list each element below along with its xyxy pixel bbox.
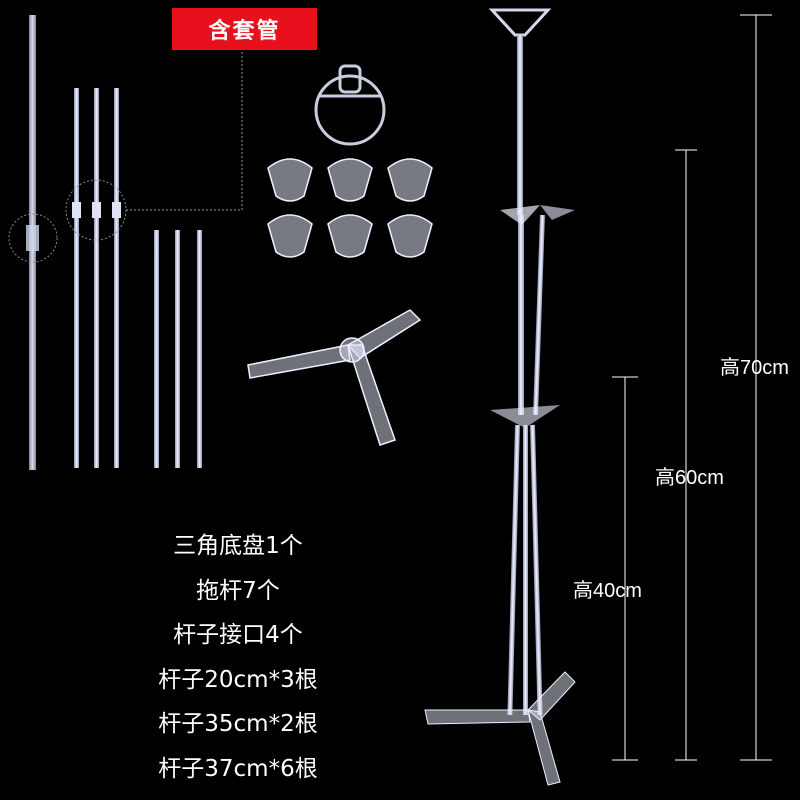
assembled-stand [424, 8, 576, 786]
parts-list-item: 杆子35cm*2根 [158, 711, 318, 737]
height-40cm-label: 高40cm [573, 580, 642, 602]
height-70cm-label: 高70cm [720, 357, 789, 379]
parts-list-item: 拖杆7个 [196, 577, 280, 604]
leader-line [126, 52, 243, 211]
triangle-base [247, 309, 422, 446]
long-rod-with-sleeve [8, 15, 58, 470]
parts-list-item: 杆子37cm*6根 [158, 755, 318, 782]
parts-list-item: 三角底盘1个 [173, 533, 303, 559]
parts-list-item: 杆子20cm*3根 [158, 666, 318, 693]
parts-list-item: 杆子接口4个 [173, 622, 303, 648]
dimension-lines [612, 14, 772, 761]
rods-20cm-group [154, 230, 202, 468]
balloon-cup-ring [314, 64, 386, 146]
parts-list: 三角底盘1个 拖杆7个 杆子接口4个 杆子20cm*3根 杆子35cm*2根 杆… [118, 524, 358, 791]
height-60cm-label: 高60cm [655, 467, 724, 489]
sleeve-included-badge: 含套管 [172, 8, 317, 50]
rods-37cm-group [65, 88, 127, 468]
cup-holders [267, 158, 433, 258]
